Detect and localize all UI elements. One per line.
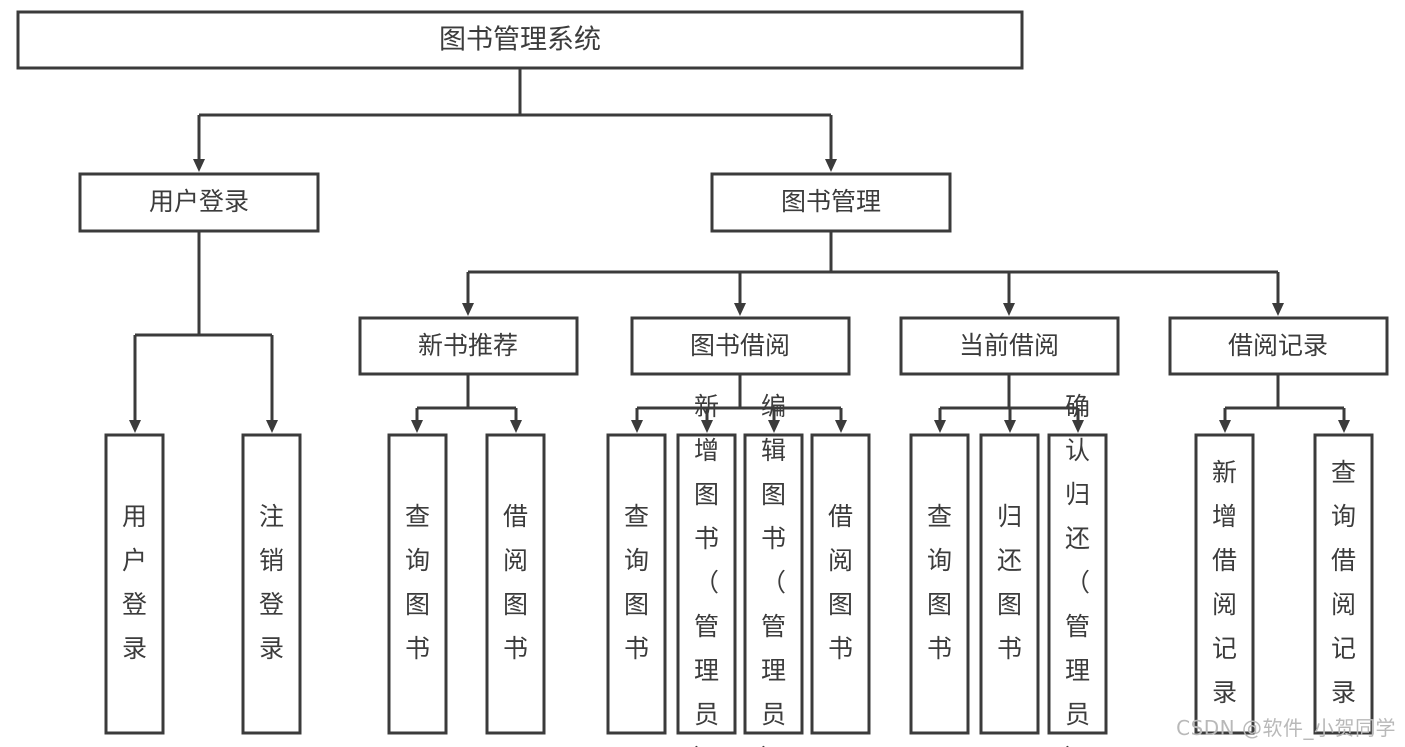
leaf-node-rect[interactable] [979, 433, 1040, 735]
leaf-node-rect[interactable] [1313, 433, 1374, 735]
node-user-login-label: 用户登录 [149, 187, 249, 216]
node-new-book-recommend-rect[interactable] [358, 316, 579, 376]
leaf-node-rect[interactable] [104, 433, 165, 735]
leaf-node-label: 确认归还（管理员） [1065, 392, 1090, 747]
node-new-book-recommend-label: 新书推荐 [418, 331, 518, 360]
leaf-node-rect[interactable] [810, 433, 871, 735]
node-root[interactable]: 图书管理系统 [16, 10, 1024, 70]
node-borrow-record-label: 借阅记录 [1228, 331, 1328, 360]
leaf-node-rect[interactable] [387, 433, 448, 735]
leaf-node-book-borrow-2[interactable]: 新增图书（管理员） [676, 392, 737, 747]
connector-layer [129, 68, 1350, 433]
node-new-book-recommend[interactable]: 新书推荐 [358, 316, 579, 376]
leaf-node-current-borrow-1[interactable]: 查询图书 [909, 433, 970, 735]
leaf-node-label: 新增图书（管理员） [694, 392, 719, 747]
leaf-node-layer: 用户登录 注销登录 查询图书 借阅图书 查询图书 新增图书（管理员） 编辑图书（管理员） 借阅… [104, 392, 1374, 747]
leaf-node-rect[interactable] [676, 433, 737, 735]
leaf-node-label: 注销登录 [259, 502, 284, 663]
node-borrow-record[interactable]: 借阅记录 [1168, 316, 1389, 376]
leaf-node-label: 查询借阅记录 [1331, 458, 1356, 707]
leaf-node-borrow-record-1[interactable]: 新增借阅记录 [1194, 433, 1255, 735]
leaf-node-rect[interactable] [909, 433, 970, 735]
leaf-node-label: 查询图书 [405, 502, 430, 663]
leaf-node-user-login-2[interactable]: 注销登录 [241, 433, 302, 735]
leaf-node-current-borrow-3[interactable]: 确认归还（管理员） [1047, 392, 1108, 747]
leaf-node-book-borrow-1[interactable]: 查询图书 [606, 433, 667, 735]
node-book-borrow-label: 图书借阅 [690, 331, 790, 360]
node-layer: 图书管理系统 用户登录 图书管理 新书推荐 图书借阅 [16, 10, 1389, 747]
leaf-node-user-login-1[interactable]: 用户登录 [104, 433, 165, 735]
leaf-node-rect[interactable] [1194, 433, 1255, 735]
leaf-node-rect[interactable] [241, 433, 302, 735]
leaf-node-rect[interactable] [485, 433, 546, 735]
node-book-borrow-rect[interactable] [630, 316, 851, 376]
leaf-node-label: 借阅图书 [503, 502, 528, 663]
leaf-node-label: 借阅图书 [828, 502, 853, 663]
leaf-node-book-borrow-4[interactable]: 借阅图书 [810, 433, 871, 735]
leaf-node-borrow-record-2[interactable]: 查询借阅记录 [1313, 433, 1374, 735]
leaf-node-new-book-recommend-2[interactable]: 借阅图书 [485, 433, 546, 735]
leaf-node-current-borrow-2[interactable]: 归还图书 [979, 433, 1040, 735]
node-current-borrow-rect[interactable] [899, 316, 1120, 376]
node-book-management-rect[interactable] [710, 172, 952, 233]
leaf-node-label: 查询图书 [927, 502, 952, 663]
leaf-node-label: 用户登录 [122, 502, 147, 663]
leaf-node-label: 归还图书 [997, 502, 1022, 663]
leaf-node-book-borrow-3[interactable]: 编辑图书（管理员） [743, 392, 804, 747]
node-root-rect[interactable] [16, 10, 1024, 70]
node-root-label: 图书管理系统 [439, 25, 601, 56]
leaf-node-label: 编辑图书（管理员） [761, 392, 786, 747]
leaf-node-new-book-recommend-1[interactable]: 查询图书 [387, 433, 448, 735]
leaf-node-label: 查询图书 [624, 502, 649, 663]
leaf-node-rect[interactable] [606, 433, 667, 735]
node-book-management[interactable]: 图书管理 [710, 172, 952, 233]
leaf-node-rect[interactable] [743, 433, 804, 735]
node-user-login[interactable]: 用户登录 [78, 172, 320, 233]
node-current-borrow-label: 当前借阅 [959, 331, 1059, 360]
leaf-node-label: 新增借阅记录 [1212, 458, 1237, 707]
node-book-borrow[interactable]: 图书借阅 [630, 316, 851, 376]
node-book-management-label: 图书管理 [781, 187, 881, 216]
node-user-login-rect[interactable] [78, 172, 320, 233]
node-current-borrow[interactable]: 当前借阅 [899, 316, 1120, 376]
node-borrow-record-rect[interactable] [1168, 316, 1389, 376]
leaf-node-rect[interactable] [1047, 433, 1108, 735]
